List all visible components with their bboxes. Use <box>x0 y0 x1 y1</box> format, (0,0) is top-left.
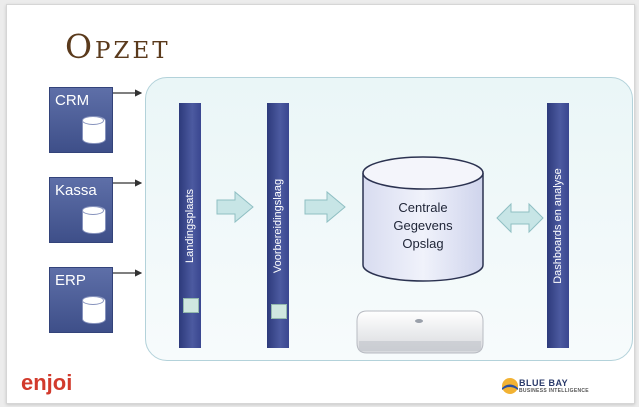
double-arrow-icon <box>496 202 544 234</box>
source-label-kassa: Kassa <box>55 182 97 199</box>
source-box-crm: CRM <box>49 87 113 153</box>
source-label-erp: ERP <box>55 272 86 289</box>
database-icon <box>82 206 106 234</box>
enjoi-logo-text: enjoi <box>21 370 73 395</box>
dashboards-label: Dashboards en analyse <box>552 167 564 284</box>
file-icon <box>271 304 287 319</box>
enjoi-logo: enjoi <box>21 370 72 396</box>
landing-zone-bar: Landingsplaats <box>179 103 201 348</box>
source-label-crm: CRM <box>55 92 90 109</box>
prep-layer-label: Voorbereidingslaag <box>272 178 284 273</box>
central-storage-line-1: Centrale <box>398 200 448 215</box>
bluebay-logo: BLUE BAY BUSINESS INTELLIGENCE <box>519 378 589 394</box>
server-icon <box>356 310 484 354</box>
central-storage-label: Centrale Gegevens Opslag <box>373 199 473 253</box>
prep-layer-bar: Voorbereidingslaag <box>267 103 289 348</box>
landing-zone-label: Landingsplaats <box>184 188 196 263</box>
database-icon <box>82 296 106 324</box>
central-storage-cylinder <box>362 156 484 282</box>
source-box-erp: ERP <box>49 267 113 333</box>
central-storage-line-3: Opslag <box>402 236 444 251</box>
slide-title: Opzet <box>65 27 171 66</box>
database-icon <box>82 116 106 144</box>
file-icon <box>183 298 199 313</box>
right-arrow-icon <box>216 190 254 224</box>
slide: Opzet CRM Kassa ERP Landingsplaats Voorb… <box>6 4 635 404</box>
source-box-kassa: Kassa <box>49 177 113 243</box>
bluebay-logo-subtext: BUSINESS INTELLIGENCE <box>519 388 589 394</box>
bluebay-logo-text: BLUE BAY <box>519 378 569 388</box>
source-arrows <box>113 89 143 277</box>
dashboards-bar: Dashboards en analyse <box>547 103 569 348</box>
bluebay-logo-icon <box>502 378 518 394</box>
right-arrow-icon <box>304 190 346 224</box>
central-storage-line-2: Gegevens <box>393 218 453 233</box>
